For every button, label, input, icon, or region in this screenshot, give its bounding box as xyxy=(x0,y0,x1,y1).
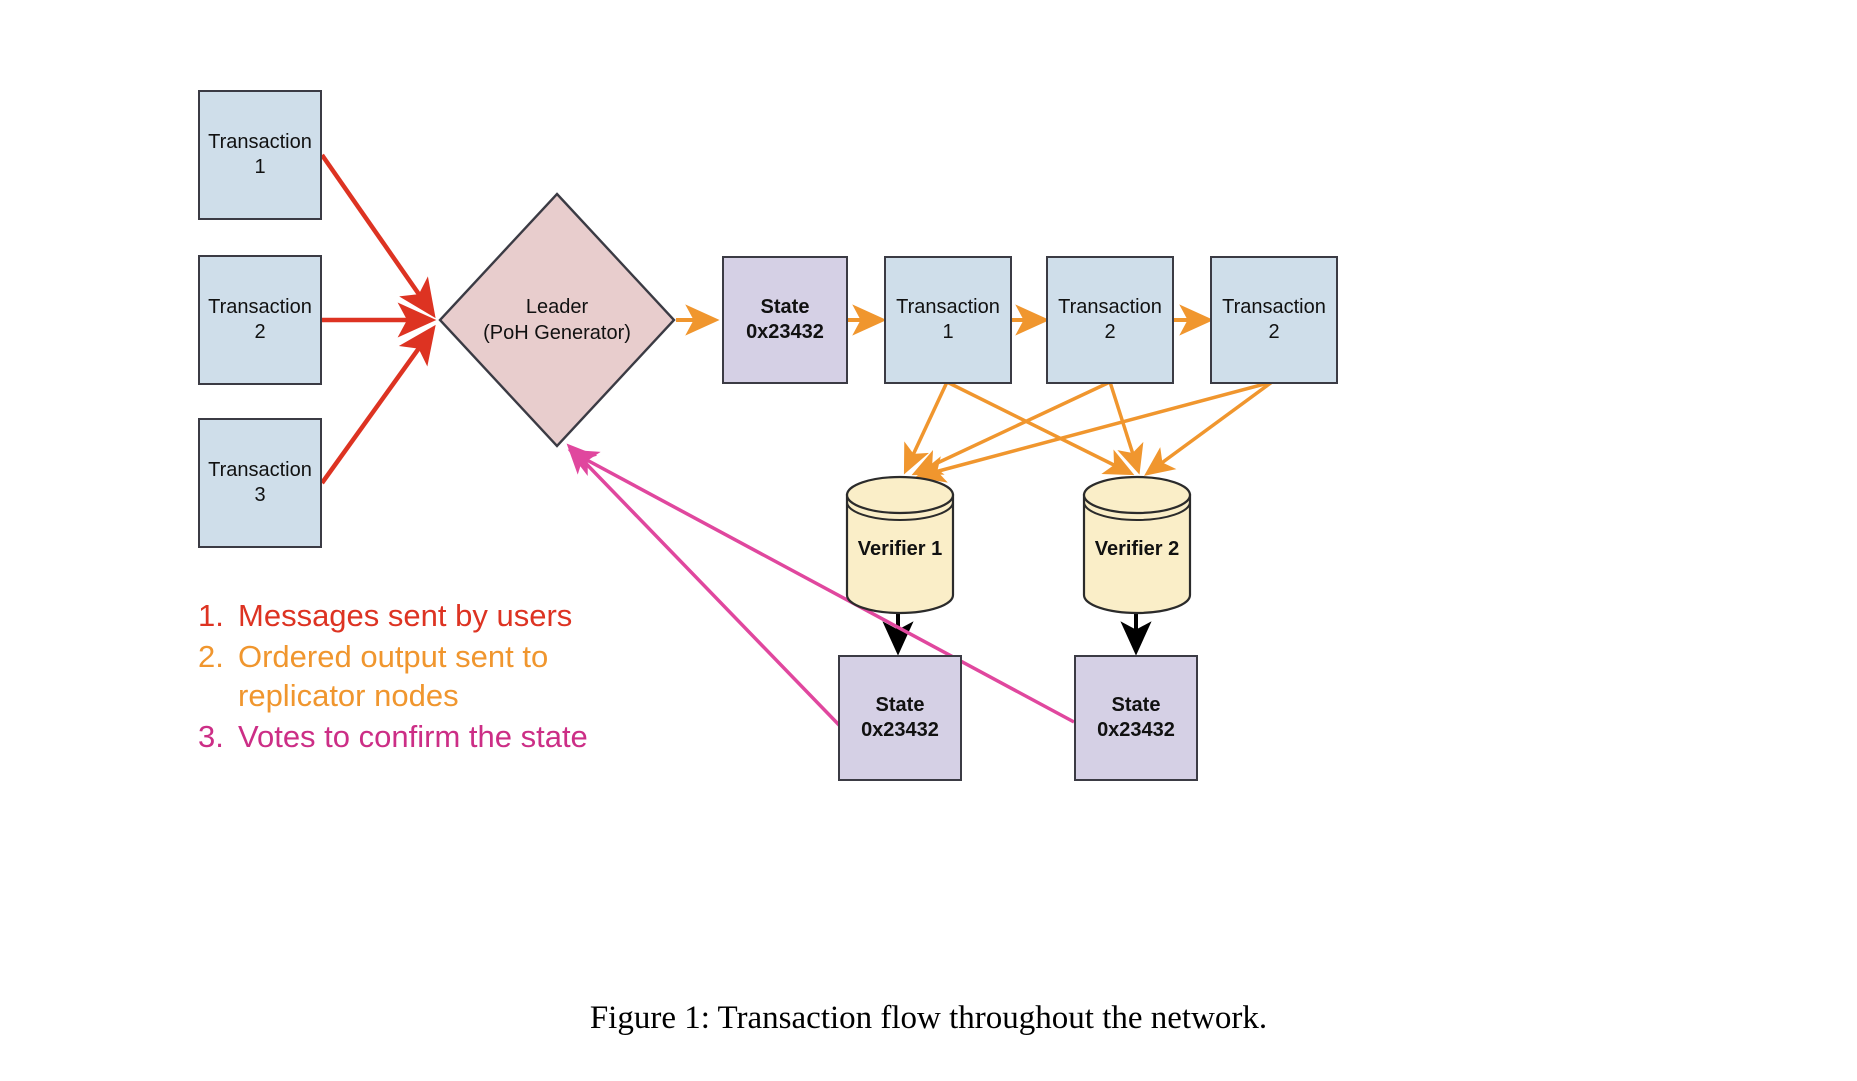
verifier-2-state-box[interactable]: State 0x23432 xyxy=(1074,655,1198,781)
legend-item-2-number: 2. xyxy=(198,638,224,674)
ledger-transaction-box-2[interactable]: Transaction 2 xyxy=(1046,256,1174,384)
edge-tx1-to-verifier1 xyxy=(903,381,949,475)
edge-tx3-to-verifier2 xyxy=(1144,380,1274,476)
ledger-transaction-2-line1: Transaction xyxy=(1058,296,1162,318)
legend-item-1-text: Messages sent by users xyxy=(238,598,573,633)
edge-tx1-to-verifier2 xyxy=(946,380,1135,476)
incoming-transaction-box-2[interactable]: Transaction 2 xyxy=(198,255,322,385)
verifier-node-2[interactable]: Verifier 2 xyxy=(1082,475,1192,615)
verifier-1-state-box[interactable]: State 0x23432 xyxy=(838,655,962,781)
ledger-transaction-2-line2: 2 xyxy=(1104,321,1116,343)
incoming-transaction-3-line1: Transaction xyxy=(208,459,312,481)
figure-caption: Figure 1: Transaction flow throughout th… xyxy=(589,1000,1268,1036)
verifier-1-state-line1: State xyxy=(875,694,925,716)
edges-user-messages xyxy=(320,153,437,485)
incoming-transaction-3-line2: 3 xyxy=(254,484,266,506)
ledger-transaction-1-line2: 1 xyxy=(942,321,954,343)
legend-item-2: 2. Ordered output sent to replicator nod… xyxy=(198,637,658,716)
edges-ledger-to-verifiers xyxy=(903,380,1274,483)
database-cylinder-icon xyxy=(1082,475,1192,615)
legend-item-1: 1. Messages sent by users xyxy=(198,596,658,636)
ledger-state-box[interactable]: State 0x23432 xyxy=(722,256,848,384)
leader-node[interactable]: Leader (PoH Generator) xyxy=(438,192,676,448)
edges-verifier-to-state xyxy=(882,613,1152,656)
ledger-transaction-box-1[interactable]: Transaction 1 xyxy=(884,256,1012,384)
incoming-transaction-1-line1: Transaction xyxy=(208,131,312,153)
ledger-transaction-1-line1: Transaction xyxy=(896,296,1000,318)
legend-item-1-number: 1. xyxy=(198,598,224,633)
incoming-transaction-box-3[interactable]: Transaction 3 xyxy=(198,418,322,548)
ledger-transaction-box-3[interactable]: Transaction 2 xyxy=(1210,256,1338,384)
edge-tx3-to-verifier1 xyxy=(915,380,1273,483)
edge-tx3-to-leader xyxy=(320,324,436,485)
incoming-transaction-1-line2: 1 xyxy=(254,156,266,178)
edge-tx2-to-verifier1 xyxy=(911,380,1111,476)
legend-item-2-text: Ordered output sent to replicator nodes xyxy=(238,638,549,714)
verifier-2-state-line2: 0x23432 xyxy=(1097,719,1175,741)
legend-item-3: 3. Votes to confirm the state xyxy=(198,717,658,757)
ledger-state-line1: State xyxy=(760,296,810,318)
verifier-node-1[interactable]: Verifier 1 xyxy=(845,475,955,615)
edge-tx1-to-leader xyxy=(320,153,436,319)
ledger-transaction-3-line1: Transaction xyxy=(1222,296,1326,318)
legend-item-3-text: Votes to confirm the state xyxy=(238,719,588,755)
database-cylinder-icon xyxy=(845,475,955,615)
legend-item-3-number: 3. xyxy=(198,719,224,755)
verifier-2-state-line1: State xyxy=(1111,694,1161,716)
incoming-transaction-2-line2: 2 xyxy=(254,321,266,343)
decision-diamond-icon xyxy=(438,192,676,448)
edge-tx2-to-verifier2 xyxy=(1108,381,1144,475)
verifier-1-state-line2: 0x23432 xyxy=(861,719,939,741)
legend: 1. Messages sent by users 2. Ordered out… xyxy=(198,596,658,758)
ledger-transaction-3-line2: 2 xyxy=(1268,321,1280,343)
ledger-state-line2: 0x23432 xyxy=(746,321,824,343)
incoming-transaction-2-line1: Transaction xyxy=(208,296,312,318)
incoming-transaction-box-1[interactable]: Transaction 1 xyxy=(198,90,322,220)
